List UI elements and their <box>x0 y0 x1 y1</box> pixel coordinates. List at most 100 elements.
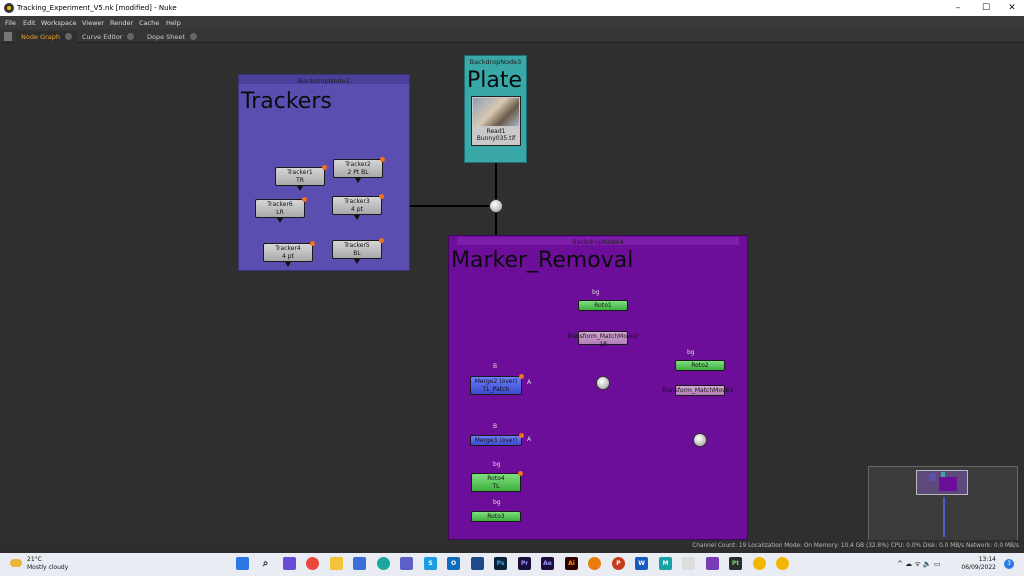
clock-time: 13:14 <box>978 556 996 563</box>
tracker1-node[interactable]: Tracker1 TR <box>275 165 327 191</box>
mail-icon[interactable] <box>353 557 366 570</box>
photoshop-icon[interactable]: Ps <box>494 557 507 570</box>
app-m-icon[interactable]: M <box>659 557 672 570</box>
tracker2-node[interactable]: Tracker2 2 Pt BL <box>333 157 385 183</box>
menu-bar: File Edit Workspace Viewer Render Cache … <box>0 16 1024 29</box>
output-arrow-icon <box>285 262 291 267</box>
node-status-dot <box>380 157 385 162</box>
node-label: TR <box>296 177 304 184</box>
start-icon[interactable] <box>236 557 249 570</box>
illustrator-icon[interactable]: Ai <box>565 557 578 570</box>
tab-curve-editor[interactable]: Curve Editor <box>77 31 139 43</box>
menu-viewer[interactable]: Viewer <box>82 19 105 27</box>
chat-icon[interactable] <box>283 557 296 570</box>
merge3-node[interactable]: Merge3 (over) <box>470 433 524 446</box>
maximize-button[interactable]: ☐ <box>981 3 991 13</box>
node-status-dot <box>379 194 384 199</box>
backdrop-header <box>239 75 409 84</box>
taskbar: 21°C Mostly cloudy ⌕ S O Ps Pr Ae Ai P W… <box>0 553 1024 576</box>
skype-icon[interactable]: S <box>424 557 437 570</box>
close-tab-icon[interactable] <box>127 33 135 40</box>
node-graph[interactable]: BackdropNode1 Trackers BackdropNode3 Pla… <box>0 43 1024 553</box>
menu-edit[interactable]: Edit <box>23 19 36 27</box>
dot-node-transform2[interactable] <box>596 376 610 390</box>
roto2-bg-pin: bg <box>687 349 695 356</box>
node-name: Read1 <box>486 128 506 135</box>
outlook-icon[interactable]: O <box>447 557 460 570</box>
menu-help[interactable]: Help <box>166 19 181 27</box>
roto2-node[interactable]: Roto2 <box>675 360 725 371</box>
menu-cache[interactable]: Cache <box>139 19 160 27</box>
dot-node-transform3[interactable] <box>693 433 707 447</box>
transform-matchmove2-node[interactable]: Transform_MatchMove2 1P <box>567 331 638 348</box>
app-grid-icon[interactable] <box>682 557 695 570</box>
node-label: 2 Pt BL <box>347 169 369 176</box>
node-status-dot <box>519 433 524 438</box>
clock-date: 06/09/2022 <box>961 564 996 571</box>
after-effects-icon[interactable]: Ae <box>541 557 554 570</box>
status-bar: Channel Count: 19 Localization Mode: On … <box>0 540 1024 553</box>
tab-dope-sheet[interactable]: Dope Sheet <box>142 31 202 43</box>
cloud-icon <box>10 559 22 567</box>
nuke-icon[interactable] <box>753 557 766 570</box>
output-arrow-icon <box>277 218 283 223</box>
node-label: TL <box>492 483 500 490</box>
tab-node-graph[interactable]: Node Graph <box>16 31 77 43</box>
backdrop-header <box>457 237 739 245</box>
node-label: LR <box>276 209 284 216</box>
app-purple-icon[interactable] <box>706 557 719 570</box>
menu-render[interactable]: Render <box>110 19 134 27</box>
tracker5-node[interactable]: Tracker5 BL <box>332 238 384 264</box>
edge-icon[interactable] <box>377 557 390 570</box>
system-tray[interactable]: ^ ☁ ᯤ 🔈 ▭ <box>897 560 941 568</box>
node-label: 1P <box>599 341 607 348</box>
window-title: Tracking_Experiment_V5.nk [modified] - N… <box>17 4 177 12</box>
roto4-node[interactable]: Roto4 TL <box>471 471 523 492</box>
roto3-node[interactable]: Roto3 <box>471 511 521 522</box>
dot-node-plate[interactable] <box>489 199 503 213</box>
close-button[interactable]: ✕ <box>1008 3 1016 13</box>
tracker4-node[interactable]: Tracker4 4 pt <box>263 241 315 267</box>
merge2-node[interactable]: Merge2 (over) TL_Patch <box>470 374 524 395</box>
nuke-x-icon[interactable] <box>776 557 789 570</box>
tab-label: Node Graph <box>21 33 60 41</box>
transform-matchmove3-node[interactable]: Transform_MatchMove3 <box>662 385 733 396</box>
blender-icon[interactable] <box>588 557 601 570</box>
tracker3-node[interactable]: Tracker3 4 pt <box>332 194 384 220</box>
teams-icon[interactable] <box>400 557 413 570</box>
node-name: Roto1 <box>594 302 612 309</box>
title-bar: Tracking_Experiment_V5.nk [modified] - N… <box>0 0 1024 16</box>
tracker6-node[interactable]: Tracker6 LR <box>255 197 307 223</box>
file-explorer-icon[interactable] <box>330 557 343 570</box>
roto1-node[interactable]: Roto1 <box>578 300 628 311</box>
read1-node[interactable]: Read1 Bunny035.tif <box>471 96 521 146</box>
app-icon[interactable] <box>471 557 484 570</box>
chrome-icon[interactable] <box>306 557 319 570</box>
menu-workspace[interactable]: Workspace <box>41 19 77 27</box>
node-name: Merge2 (over) <box>474 378 518 385</box>
output-arrow-icon <box>354 215 360 220</box>
close-tab-icon[interactable] <box>64 33 72 40</box>
search-icon[interactable]: ⌕ <box>262 558 269 569</box>
close-tab-icon[interactable] <box>189 33 197 40</box>
pycharm-icon[interactable]: Pt <box>729 557 742 570</box>
powerpoint-icon[interactable]: P <box>612 557 625 570</box>
node-name: Roto2 <box>691 362 709 369</box>
node-name: Tracker4 <box>275 245 301 252</box>
merge2-a-pin: A <box>527 379 532 386</box>
word-icon[interactable]: W <box>635 557 648 570</box>
node-label: 4 pt <box>282 253 294 260</box>
node-name: Tracker2 <box>345 161 371 168</box>
node-graph-minimap[interactable] <box>868 466 1018 548</box>
clock[interactable]: 13:14 06/09/2022 <box>960 556 996 572</box>
tab-label: Curve Editor <box>82 33 123 41</box>
merge3-b-pin: B <box>493 423 498 430</box>
tab-bar: Node Graph Curve Editor Dope Sheet <box>0 29 1024 43</box>
menu-file[interactable]: File <box>5 19 16 27</box>
temperature: 21°C <box>27 556 42 563</box>
pane-menu-icon[interactable] <box>4 32 12 41</box>
weather-text: Mostly cloudy <box>27 564 69 571</box>
premiere-icon[interactable]: Pr <box>518 557 531 570</box>
minimize-button[interactable]: – <box>955 3 961 13</box>
notification-icon[interactable]: 3 <box>1004 559 1014 569</box>
